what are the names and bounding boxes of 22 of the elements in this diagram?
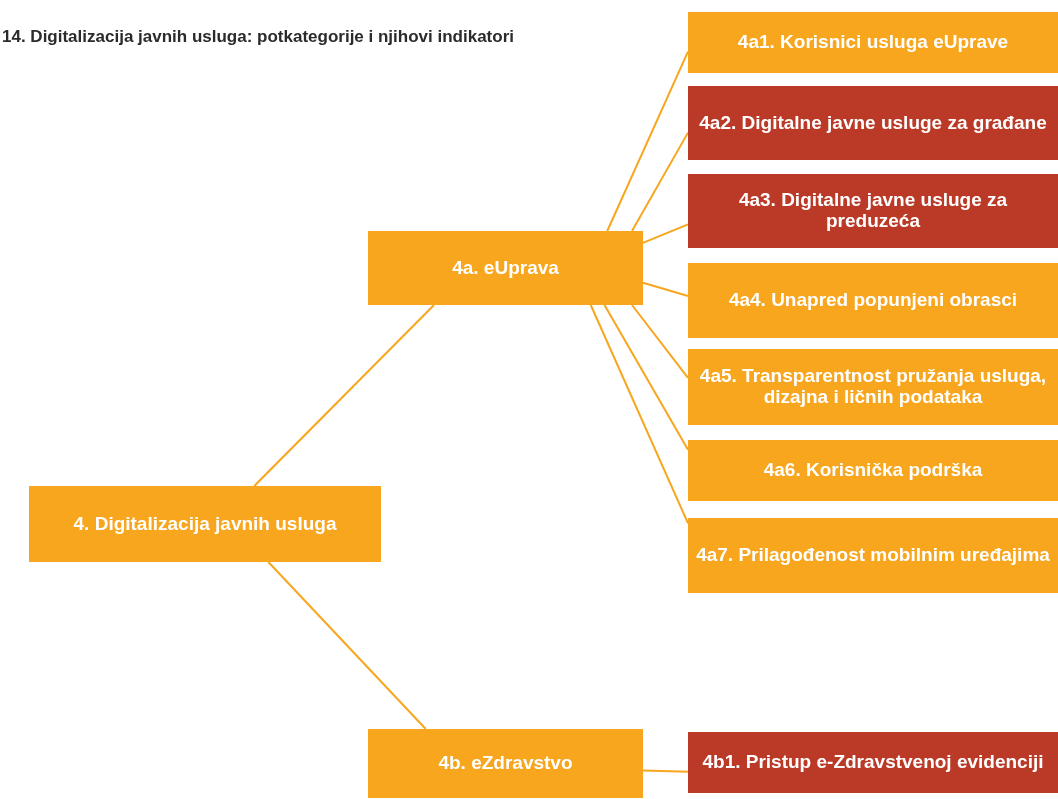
connector-line <box>606 50 689 232</box>
connector-line <box>642 281 689 297</box>
category-box: 4a. eUprava <box>368 231 643 305</box>
indicator-box: 4a7. Prilagođenost mobilnim uređajima <box>688 518 1058 593</box>
category-box: 4. Digitalizacija javnih usluga <box>29 486 381 562</box>
connector-line <box>603 304 689 451</box>
category-box: 4b. eZdravstvo <box>368 729 643 798</box>
indicator-box: 4a2. Digitalne javne usluge za građane <box>688 86 1058 160</box>
indicator-box: 4a6. Korisnička podrška <box>688 440 1058 501</box>
connector-line <box>589 304 689 525</box>
connector-line <box>267 561 427 730</box>
diagram-title: 14. Digitalizacija javnih usluga: potkategorije i njihovi indikatori <box>2 26 514 48</box>
indicator-box: 4a4. Unapred popunjeni obrasci <box>688 263 1058 338</box>
indicator-box: 4b1. Pristup e-Zdravstvenoj evidenciji <box>688 732 1058 793</box>
connector-line <box>631 131 689 232</box>
indicator-box: 4a5. Transparentnost pružanja usluga, dizajna i ličnih podataka <box>688 349 1058 425</box>
connector-line <box>642 223 689 244</box>
indicator-box: 4a3. Digitalne javne usluge za preduzeća <box>688 174 1058 248</box>
connector-line <box>631 304 689 379</box>
indicator-box: 4a1. Korisnici usluga eUprave <box>688 12 1058 73</box>
connector-line <box>253 304 435 487</box>
connector-line <box>642 769 689 773</box>
